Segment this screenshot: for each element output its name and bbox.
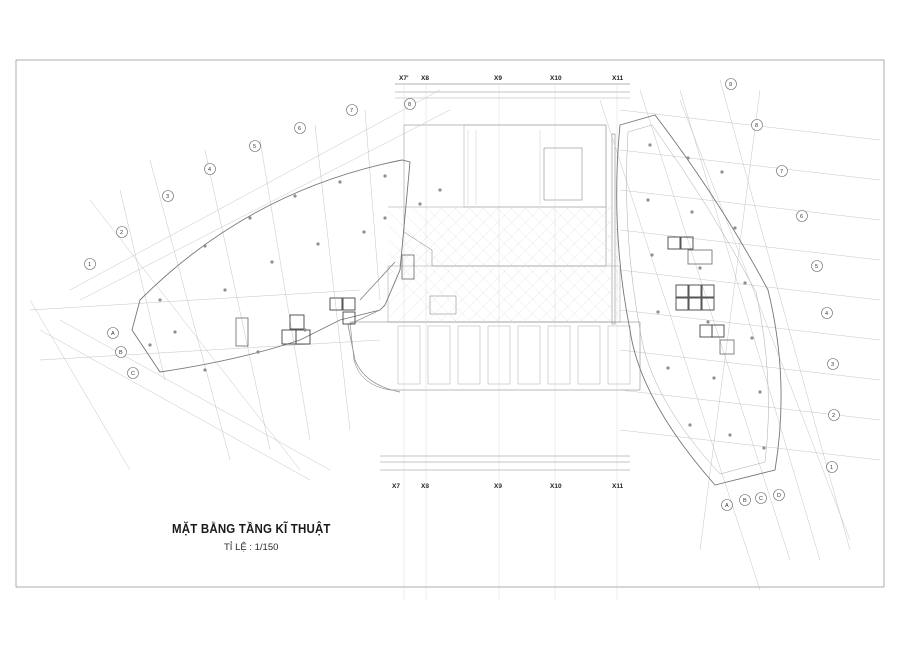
structural-column <box>750 336 754 340</box>
canopy-bays <box>397 325 631 385</box>
structural-column <box>743 281 747 285</box>
axis-bubble-right: 4 <box>825 311 828 317</box>
structural-column <box>223 288 227 292</box>
structural-column <box>438 188 442 192</box>
structural-column <box>758 390 762 394</box>
structural-column <box>203 244 207 248</box>
structural-column <box>686 156 690 160</box>
structural-column <box>656 310 660 314</box>
structural-column <box>762 446 766 450</box>
left-wing-axis-bubbles: 1 2 3 4 5 6 7 8 A B C <box>84 98 416 379</box>
right-wing-columns <box>646 143 766 450</box>
top-axis-bubbles: X7' X8 X9 X10 X11 <box>399 75 624 82</box>
structural-column <box>303 328 307 332</box>
structural-column <box>256 350 260 354</box>
sheet-border <box>15 59 885 588</box>
structural-column <box>706 320 710 324</box>
structural-column <box>293 194 297 198</box>
structural-column <box>362 230 366 234</box>
left-wing-cores <box>235 254 415 347</box>
structural-column <box>248 216 252 220</box>
structural-column <box>712 376 716 380</box>
drawing-title: MẶT BẰNG TẦNG KĨ THUẬT <box>172 522 331 536</box>
axis-bubble-right: A <box>725 503 729 509</box>
axis-label-top: X9 <box>494 75 502 82</box>
axis-bubble-left: 2 <box>120 230 123 236</box>
axis-bubble-left: A <box>111 331 115 337</box>
structural-column <box>383 174 387 178</box>
structural-column <box>383 216 387 220</box>
center-atrium <box>349 83 641 471</box>
axis-bubble-right: B <box>743 498 747 504</box>
axis-bubble-right: 9 <box>729 82 732 88</box>
axis-bubble-right: 6 <box>800 214 803 220</box>
structural-column <box>646 198 650 202</box>
right-wing-axis-bubbles: 9 8 7 6 5 4 3 2 1 A B C D <box>721 78 840 511</box>
axis-bubble-right: 8 <box>755 123 758 129</box>
bottom-axis-bubbles: X7 X8 X9 X10 X11 <box>392 483 624 490</box>
axis-bubble-right: 1 <box>830 465 833 471</box>
axis-label-bottom: X7 <box>392 483 400 490</box>
structural-column <box>158 298 162 302</box>
axis-label-bottom: X9 <box>494 483 502 490</box>
axis-bubble-left: C <box>131 371 135 377</box>
structural-column <box>650 253 654 257</box>
axis-bubble-right: 7 <box>780 169 783 175</box>
axis-label-bottom: X10 <box>550 483 562 490</box>
structural-column <box>270 260 274 264</box>
axis-grid-lines <box>403 84 618 600</box>
axis-bubble-left: 8 <box>408 102 411 108</box>
structural-column <box>720 170 724 174</box>
axis-label-bottom: X11 <box>612 483 624 490</box>
axis-bubble-left: 5 <box>253 144 256 150</box>
atrium-diagonal-grid <box>388 207 620 322</box>
axis-label-top: X11 <box>612 75 624 82</box>
structural-column <box>148 343 152 347</box>
structural-column <box>316 242 320 246</box>
axis-label-bottom: X8 <box>421 483 429 490</box>
axis-label-top: X10 <box>550 75 562 82</box>
left-wing-columns <box>148 174 442 372</box>
structural-column <box>728 433 732 437</box>
right-wing-outline <box>616 114 782 486</box>
structural-column <box>690 210 694 214</box>
structural-column <box>698 266 702 270</box>
axis-bubble-left: B <box>119 350 123 356</box>
structural-column <box>338 180 342 184</box>
structural-column <box>688 423 692 427</box>
structural-column <box>418 202 422 206</box>
left-wing-grid <box>29 89 451 481</box>
axis-bubble-left: 4 <box>208 167 211 173</box>
left-wing-outline <box>131 159 411 393</box>
axis-bubble-left: 7 <box>350 108 353 114</box>
axis-bubble-right: 3 <box>831 362 834 368</box>
structural-column <box>203 368 207 372</box>
axis-bubble-right: D <box>777 493 781 499</box>
axis-bubble-right: 2 <box>832 413 835 419</box>
scale-label: TỈ LỆ : 1/150 <box>224 542 279 553</box>
axis-bubble-left: 6 <box>298 126 301 132</box>
axis-bubble-right: 5 <box>815 264 818 270</box>
axis-label-top: X8 <box>421 75 429 82</box>
structural-column <box>648 143 652 147</box>
right-wing-cores <box>667 236 735 355</box>
structural-column <box>173 330 177 334</box>
axis-bubble-left: 3 <box>166 194 169 200</box>
structural-column <box>666 366 670 370</box>
axis-bubble-right: C <box>759 496 763 502</box>
structural-column <box>733 226 737 230</box>
axis-label-top: X7' <box>399 75 409 82</box>
right-wing-grid <box>599 79 881 591</box>
title-block: MẶT BẰNG TẦNG KĨ THUẬT TỈ LỆ : 1/150 <box>172 522 344 553</box>
axis-bubble-left: 1 <box>88 262 91 268</box>
